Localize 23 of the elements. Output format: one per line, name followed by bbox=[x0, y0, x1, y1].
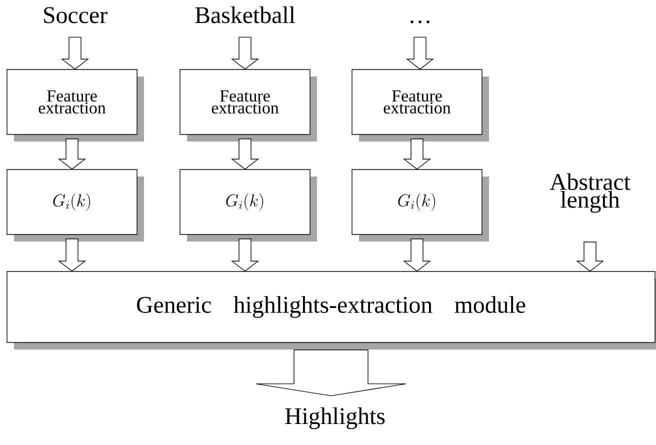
block-arrow bbox=[60, 36, 90, 70]
input-label: … bbox=[410, 20, 430, 24]
input-label: Highlights bbox=[285, 407, 385, 430]
block-arrow bbox=[402, 138, 432, 170]
block-arrow bbox=[230, 138, 260, 170]
block-arrow bbox=[402, 238, 432, 272]
block-arrow bbox=[58, 238, 86, 272]
block-arrow bbox=[256, 350, 406, 396]
process-box: $G_i(k)$ bbox=[180, 169, 317, 242]
block-arrow bbox=[576, 242, 604, 272]
process-box: $G_i(k)$ bbox=[6, 169, 144, 242]
input-label: Basketball bbox=[195, 6, 295, 24]
process-box: Generic highlights-extraction module bbox=[6, 271, 656, 350]
process-box: Feature extraction bbox=[352, 69, 489, 142]
process-box: Feature extraction bbox=[180, 69, 317, 142]
block-arrow bbox=[58, 138, 86, 170]
input-label: Soccer bbox=[44, 7, 108, 24]
block-arrow bbox=[230, 36, 260, 70]
process-box: Feature extraction bbox=[6, 69, 144, 142]
input-label: Abstract length bbox=[550, 173, 630, 213]
block-arrow bbox=[406, 36, 434, 70]
process-box: $G_i(k)$ bbox=[352, 169, 489, 242]
block-arrow bbox=[230, 238, 260, 272]
